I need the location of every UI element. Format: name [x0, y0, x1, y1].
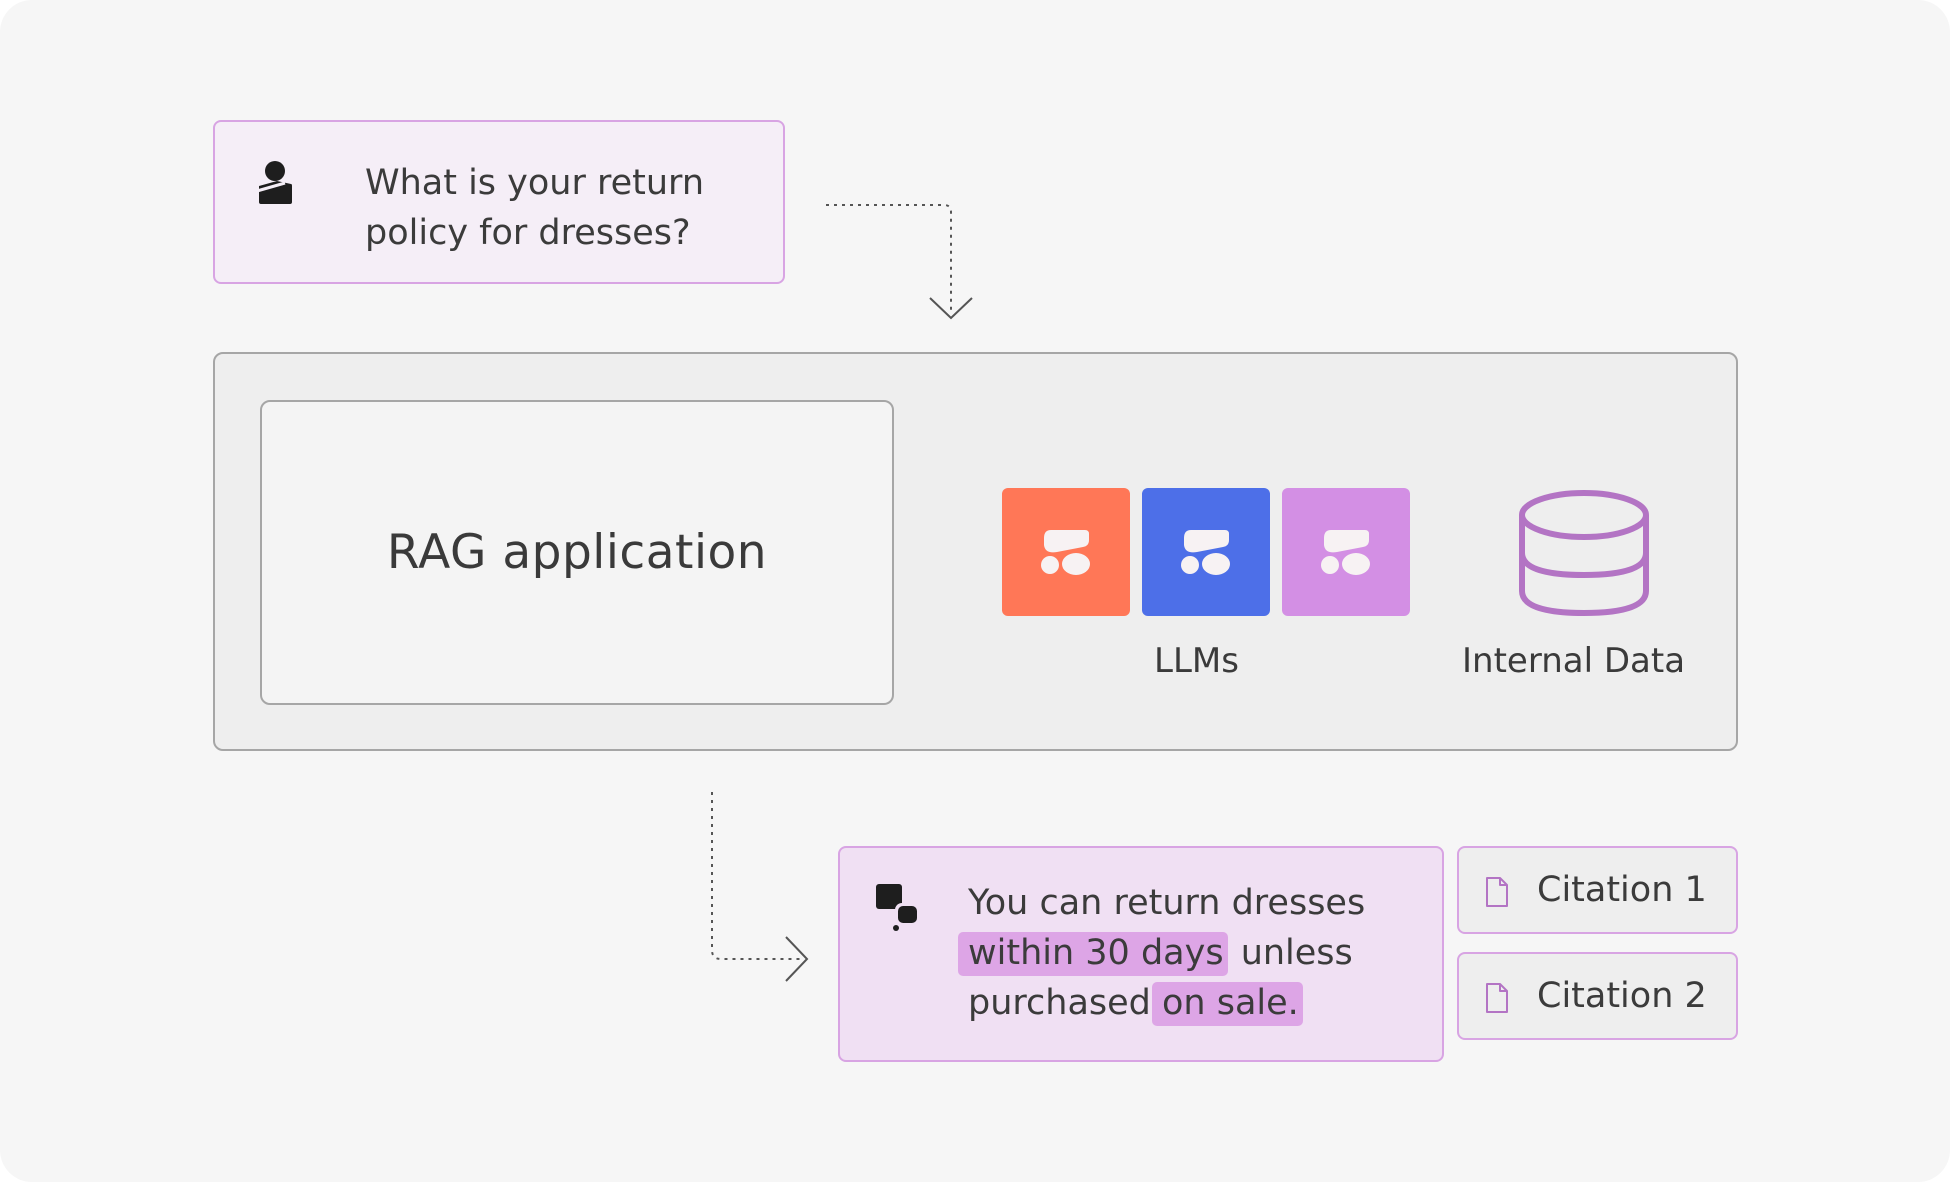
chat-bubbles-icon	[876, 884, 920, 931]
answer-text-part2: unless purchased	[968, 933, 1353, 1023]
answer-text-part1: You can return dresses	[968, 883, 1366, 923]
user-icon	[256, 161, 292, 204]
cohere-logo-icon	[1041, 530, 1090, 575]
system-to-answer-connector	[711, 792, 800, 960]
question-card: What is your return policy for dresses?	[213, 120, 785, 284]
database-icon	[1519, 490, 1649, 617]
llm-tile-orange	[1002, 488, 1130, 616]
citation-2-label: Citation 2	[1537, 976, 1707, 1016]
document-icon	[1486, 877, 1508, 907]
highlight-within-30-days: within 30 days	[958, 932, 1228, 976]
highlight-on-sale: on sale.	[1152, 982, 1303, 1026]
rag-application-box: RAG application	[260, 400, 894, 705]
llm-tile-purple	[1282, 488, 1410, 616]
llms-caption: LLMs	[1154, 641, 1239, 681]
citation-1-label: Citation 1	[1537, 870, 1707, 910]
question-to-system-connector	[826, 204, 952, 310]
cohere-logo-icon	[1181, 530, 1230, 575]
internal-data-caption: Internal Data	[1462, 641, 1686, 681]
document-icon	[1486, 983, 1508, 1013]
system-to-answer-arrowhead	[785, 936, 809, 982]
answer-text: You can return dresses within 30 days un…	[958, 878, 1438, 1028]
answer-card: You can return dresses within 30 days un…	[838, 846, 1444, 1062]
citation-1-chip[interactable]: Citation 1	[1457, 846, 1738, 934]
llm-tile-blue	[1142, 488, 1270, 616]
rag-application-title: RAG application	[386, 525, 768, 580]
question-to-system-arrowhead	[929, 297, 973, 320]
cohere-logo-icon	[1321, 530, 1370, 575]
question-text: What is your return policy for dresses?	[365, 163, 705, 253]
citation-2-chip[interactable]: Citation 2	[1457, 952, 1738, 1040]
